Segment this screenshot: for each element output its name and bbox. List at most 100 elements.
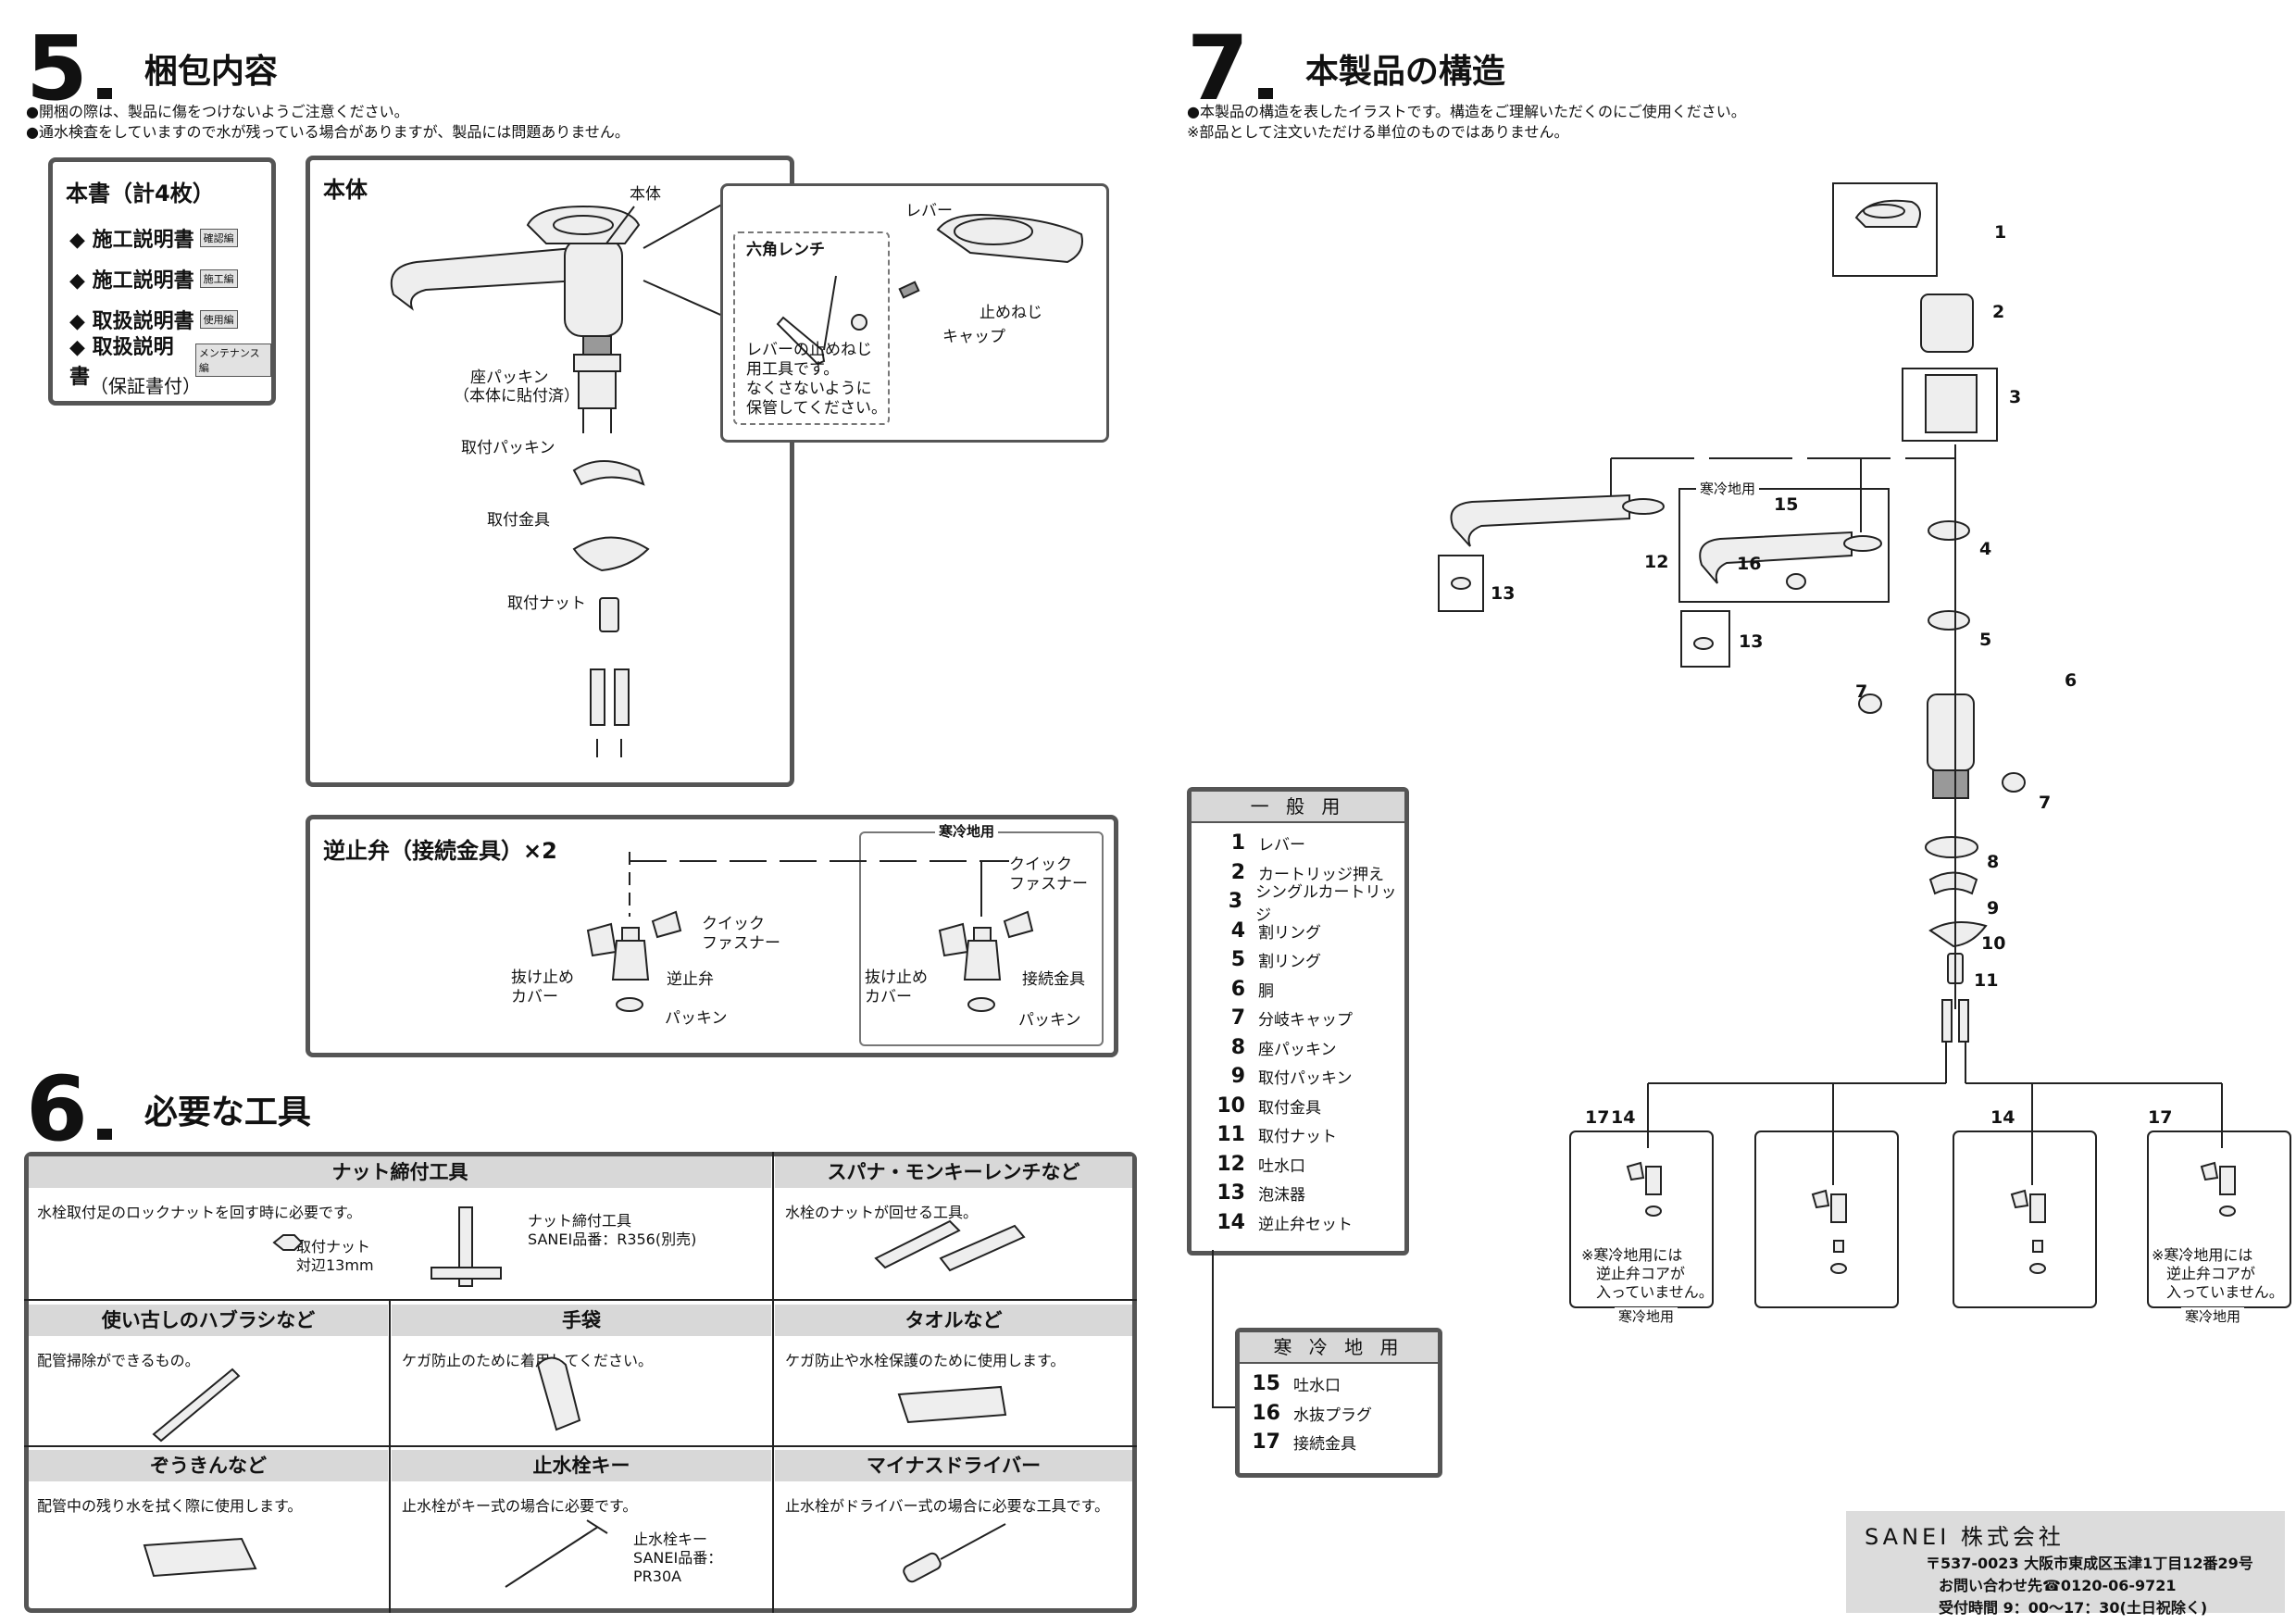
part-number: 12	[1644, 552, 1669, 572]
section-6-heading: 6 必要な工具	[26, 1065, 311, 1154]
docs-box: 本書（計4枚） ◆ 施工説明書確認編 ◆ 施工説明書施工編 ◆ 取扱説明書使用編…	[48, 157, 276, 406]
legend-name: 水抜プラグ	[1293, 1405, 1372, 1425]
tool-note: SANEI品番：	[633, 1549, 723, 1567]
label-cover: 抜け止めカバー	[511, 968, 574, 1007]
legend-name: 取付金具	[1258, 1098, 1321, 1118]
tool-head: 使い古しのハブラシなど	[29, 1305, 388, 1336]
tool-desc: ケガ防止のために着用してください。	[402, 1352, 654, 1369]
company-name: SANEI 株式会社	[1865, 1524, 2065, 1550]
legend-num: 16	[1252, 1401, 1280, 1425]
legend-name: 胴	[1258, 981, 1274, 1001]
legend-connector	[1212, 1250, 1237, 1408]
legend-num: 7	[1230, 1006, 1245, 1031]
docs-list: ◆ 施工説明書確認編 ◆ 施工説明書施工編 ◆ 取扱説明書使用編 ◆ 取扱説明書…	[69, 218, 271, 398]
section-title: 梱包内容	[144, 53, 278, 91]
part-number: 16	[1737, 554, 1762, 574]
label-hex-title: 六角レンチ	[746, 241, 825, 259]
valve-title: 逆止弁（接続金具）×2	[323, 838, 557, 864]
legend-num: 11	[1217, 1123, 1245, 1147]
tool-desc: 止水栓がキー式の場合に必要です。	[402, 1497, 638, 1515]
tool-head: 手袋	[392, 1305, 771, 1336]
tool-head: ナット締付工具	[29, 1156, 771, 1188]
section-dot	[96, 88, 112, 99]
part-number: 17	[2148, 1107, 2173, 1128]
section-5-heading: 5 梱包内容	[26, 24, 278, 113]
doc-badge: 使用編	[199, 310, 238, 329]
doc-extra: （保証書付）	[90, 375, 201, 397]
part-number: 7	[1855, 681, 1868, 702]
part-number: 6	[2065, 670, 2078, 691]
part-number: 14	[1990, 1107, 2015, 1128]
part-number: 8	[1987, 852, 2000, 872]
doc-item: ◆ 施工説明書施工編	[69, 258, 271, 299]
note-line: ●通水検査をしていますので水が残っている場合がありますが、製品には問題ありません…	[26, 123, 630, 141]
section-number: 6	[26, 1057, 88, 1161]
section-number: 5	[26, 17, 88, 120]
part-number: 10	[1981, 933, 2006, 954]
company-address: 〒537-0023 大阪市東成区玉津1丁目12番29号	[1926, 1555, 2253, 1572]
tool-note: 対辺13mm	[296, 1256, 374, 1274]
legend-name: 逆止弁セット	[1258, 1215, 1353, 1234]
tool-desc: 水栓取付足のロックナットを回す時に必要です。	[37, 1204, 362, 1221]
legend-name: レバー	[1258, 836, 1305, 856]
legend-num: 9	[1230, 1065, 1245, 1089]
doc-label: ◆ 取扱説明書	[69, 336, 174, 389]
cold-caption-left: 寒冷地用	[1615, 1307, 1678, 1327]
valve-cold-title: 寒冷地用	[935, 822, 999, 842]
company-hours: 受付時間 9：00〜17：30(土日祝除く)	[1939, 1599, 2208, 1617]
doc-label: ◆ 取扱説明書	[69, 310, 194, 333]
legend-num: 6	[1230, 977, 1245, 1001]
valve-illustration	[586, 852, 1034, 1012]
part-number: 15	[1774, 494, 1799, 515]
docs-title: 本書（計4枚）	[66, 181, 215, 206]
label-setscrew: 止めねじ	[980, 304, 1042, 322]
part-number: 1	[1994, 222, 2007, 243]
part-number: 13	[1491, 583, 1516, 604]
legend-cold-title: 寒 冷 地 用	[1240, 1332, 1438, 1364]
legend-name: 泡沫器	[1258, 1186, 1305, 1206]
section-dot	[96, 1129, 112, 1140]
label-seat-packing-note: （本体に貼付済）	[454, 387, 580, 406]
valve-icon	[1626, 1161, 1662, 1217]
label-fitting: 接続金具	[1022, 970, 1085, 989]
legend-name: 取付ナット	[1258, 1128, 1337, 1147]
hex-note-line: なくさないように	[746, 380, 872, 398]
part-number: 9	[1987, 898, 2000, 918]
part-number: 3	[2009, 387, 2022, 407]
label-seat-packing: 座パッキン	[470, 369, 549, 387]
label-quick-fastener-cold: クイックファスナー	[1009, 856, 1088, 894]
body-box: 本体	[306, 156, 794, 787]
part-number: 13	[1739, 631, 1764, 652]
legend-num: 5	[1230, 948, 1245, 972]
legend-num: 2	[1230, 860, 1245, 884]
part-number: 4	[1979, 539, 1992, 559]
part-number: 7	[2039, 793, 2052, 813]
doc-badge: メンテナンス編	[194, 344, 271, 377]
note-line: ●本製品の構造を表したイラストです。構造をご理解いただくのにご使用ください。	[1187, 103, 1746, 120]
quick-line: クイック	[702, 915, 765, 933]
doc-badge: 確認編	[199, 229, 238, 247]
cold-note-line: ※寒冷地用には	[2152, 1246, 2253, 1264]
legend-name: シングルカートリッジ	[1255, 882, 1397, 925]
cover-line: カバー	[865, 988, 912, 1006]
legend-name: 吐水口	[1258, 1156, 1305, 1176]
legend-row: 16 水抜プラグ	[1240, 1399, 1438, 1429]
doc-item: ◆ 施工説明書確認編	[69, 218, 271, 258]
note-line: ※部品として注文いただける単位のものではありません。	[1187, 123, 1569, 141]
label-packing: パッキン	[665, 1009, 728, 1028]
quick-line: ファスナー	[1009, 875, 1088, 893]
tool-head: ぞうきんなど	[29, 1450, 388, 1481]
doc-badge: 施工編	[199, 269, 238, 288]
cold-note-right: ※寒冷地用には 逆止弁コアが 入っていません。	[2152, 1246, 2284, 1302]
legend-num: 10	[1217, 1093, 1245, 1118]
legend-general-title: 一 般 用	[1192, 792, 1404, 823]
doc-label: ◆ 施工説明書	[69, 269, 194, 293]
tool-desc: 水栓のナットが回せる工具。	[785, 1204, 979, 1221]
